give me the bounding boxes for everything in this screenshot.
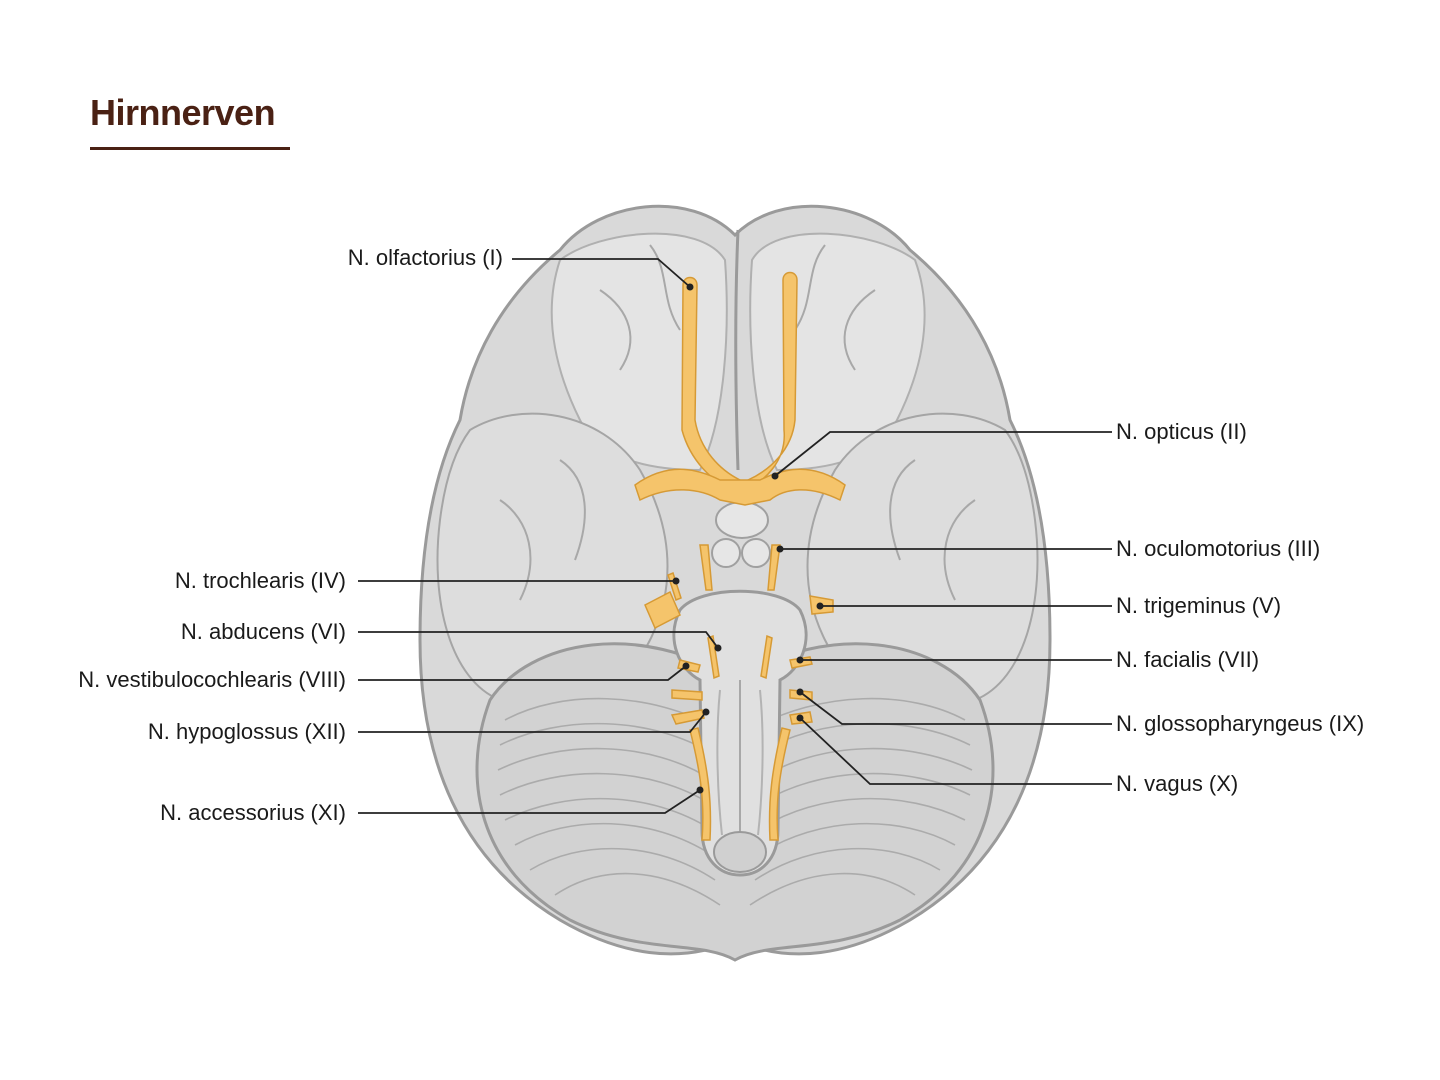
label-glossopharyngeus: N. glossopharyngeus (IX) xyxy=(1116,711,1365,736)
title-underline xyxy=(90,147,290,150)
label-trochlearis: N. trochlearis (IV) xyxy=(174,568,346,593)
page-title: Hirnnerven xyxy=(90,92,276,133)
label-vestibulocochlearis: N. vestibulocochlearis (VIII) xyxy=(78,667,346,692)
label-opticus: N. opticus (II) xyxy=(1116,419,1247,444)
accessory-nerve-right xyxy=(768,727,791,841)
label-olfactorius: N. olfactorius (I) xyxy=(347,245,503,270)
label-vagus: N. vagus (X) xyxy=(1116,771,1239,796)
cranial-nerves xyxy=(634,271,846,841)
label-facialis: N. facialis (VII) xyxy=(1116,647,1260,672)
optic-chiasm xyxy=(634,468,846,506)
olfactory-tract-right xyxy=(740,271,798,494)
label-accessorius: N. accessorius (XI) xyxy=(160,800,346,825)
accessory-nerve-left xyxy=(689,727,712,841)
olfactory-tract-left xyxy=(681,276,741,493)
label-hypoglossus: N. hypoglossus (XII) xyxy=(147,719,346,744)
leader-lines xyxy=(358,258,1112,814)
label-abducens: N. abducens (VI) xyxy=(180,619,346,644)
label-trigeminus: N. trigeminus (V) xyxy=(1116,593,1282,618)
leader-dots xyxy=(672,283,824,794)
label-oculomotorius: N. oculomotorius (III) xyxy=(1116,536,1321,561)
